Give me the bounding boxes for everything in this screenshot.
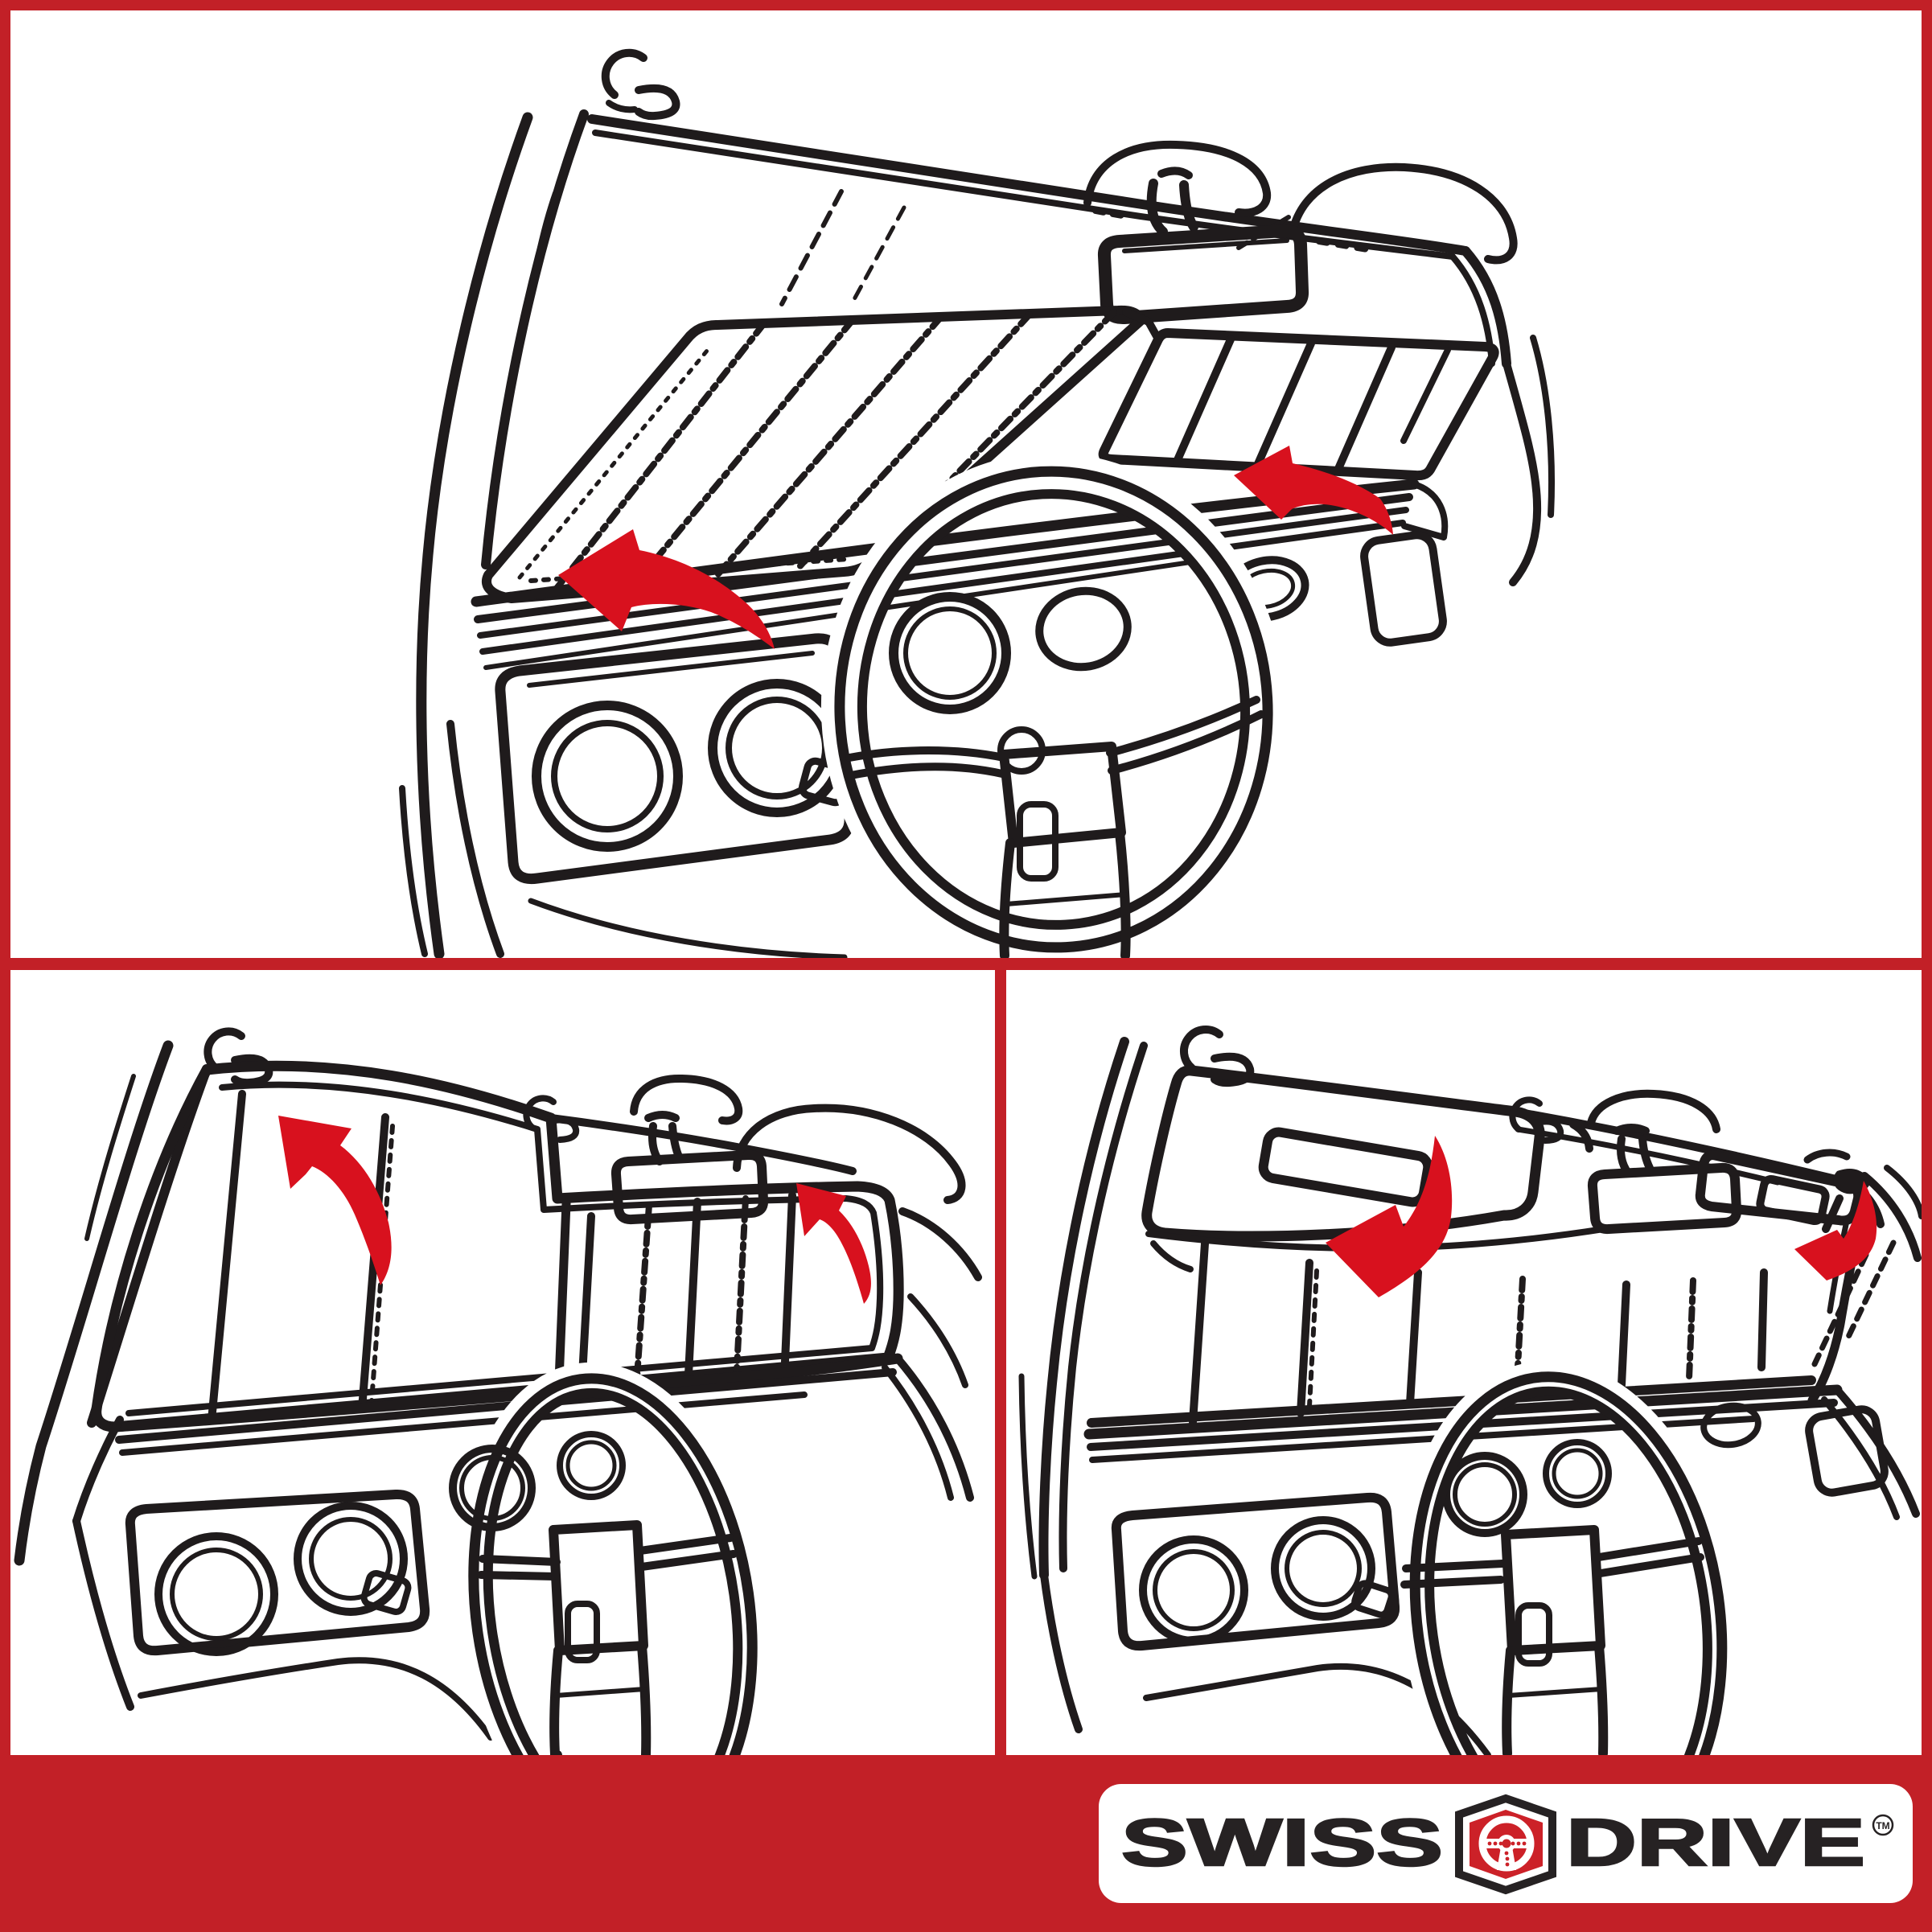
svg-text:SWISS: SWISS: [1121, 1805, 1443, 1880]
svg-text:DRIVE: DRIVE: [1566, 1805, 1865, 1880]
svg-text:TM: TM: [1876, 1820, 1889, 1831]
